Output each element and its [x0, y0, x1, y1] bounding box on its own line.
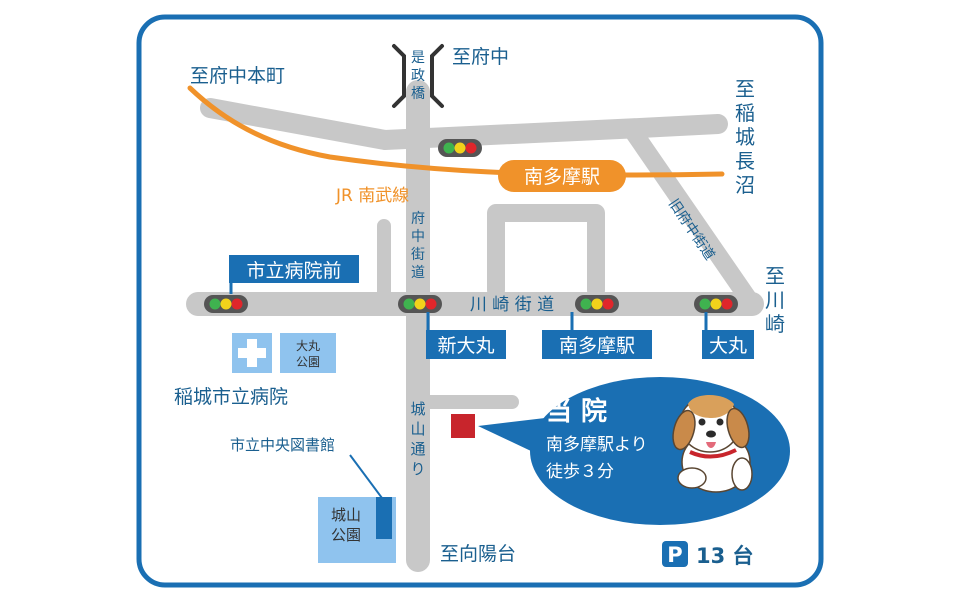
road-char: 山	[410, 420, 425, 438]
bridge-label: 是 政 橋	[411, 50, 425, 102]
omaru-koen-label: 大丸	[296, 339, 320, 353]
clinic-title: 当 院	[546, 396, 607, 427]
dest-mukaiyodai: 至向陽台	[440, 543, 516, 565]
traffic-light-icon	[398, 295, 442, 313]
koremasa-bridge	[392, 44, 444, 108]
parking-info: P 13 台	[662, 541, 754, 568]
parking-count: 13 台	[696, 544, 754, 568]
bridge-char: 橋	[411, 86, 425, 102]
signal-label-omaru: 大丸	[702, 312, 754, 359]
road-label-fuchu-kaido: 府 中 街 道	[411, 211, 425, 281]
dest-kawasaki: 至 川 崎	[765, 264, 785, 336]
road-kyu-fuchu-kaido	[623, 121, 761, 313]
signal-name: 市立病院前	[246, 260, 341, 282]
road-label-kawasaki-kaido: 川 崎 街 道	[470, 295, 554, 315]
road-char: 道	[411, 265, 425, 281]
road-char: り	[410, 460, 425, 478]
signal-label-shin-omaru: 新大丸	[426, 312, 506, 359]
dest-char: 沼	[735, 173, 755, 197]
cross-icon	[238, 339, 266, 367]
dest-char: 城	[735, 125, 755, 149]
hospital-label: 稲城市立病院	[174, 386, 288, 408]
clinic-marker	[451, 414, 475, 438]
library-building	[376, 497, 392, 539]
traffic-light-icon	[204, 295, 248, 313]
road-char: 城	[410, 400, 425, 418]
dest-fuchu: 至府中	[452, 46, 509, 68]
shiroyama-koen: 城山 公園	[318, 497, 396, 563]
signal-name: 新大丸	[437, 335, 494, 357]
bridge-char: 是	[411, 50, 425, 66]
road-fuchu-honmachi	[200, 98, 728, 150]
parking-icon: P	[667, 543, 682, 567]
hospital-block: 大丸 公園	[232, 333, 336, 373]
station-name: 南多摩駅	[524, 166, 600, 188]
dest-fuchu-honmachi: 至府中本町	[190, 65, 285, 87]
dest-char: 稲	[735, 101, 755, 125]
road-char: 府	[411, 211, 425, 227]
road-label-shiroyama-dori: 城 山 通 り	[410, 400, 425, 478]
clinic-line1: 南多摩駅より	[546, 435, 648, 455]
shiroyama-koen-label: 公園	[331, 526, 361, 544]
station-marker: 南多摩駅	[498, 160, 626, 192]
library-leader	[349, 454, 383, 499]
dog-illustration	[672, 395, 753, 493]
dest-char: 川	[765, 288, 785, 312]
traffic-light-icon	[438, 139, 482, 157]
shiroyama-koen-label: 城山	[331, 506, 361, 524]
railway-name: JR 南武線	[335, 186, 409, 206]
road-char: 通	[410, 440, 425, 458]
dest-char: 至	[735, 77, 755, 101]
dest-char: 長	[735, 149, 755, 173]
bridge-char: 政	[411, 68, 425, 84]
traffic-light-icon	[575, 295, 619, 313]
signal-name: 南多摩駅	[559, 335, 635, 357]
dest-char: 崎	[765, 312, 785, 336]
roads	[186, 80, 764, 572]
traffic-light-icon	[694, 295, 738, 313]
omaru-koen-label: 公園	[296, 355, 320, 369]
dest-char: 至	[765, 264, 785, 288]
clinic-line2: 徒歩３分	[546, 462, 614, 482]
road-char: 街	[411, 247, 425, 263]
signal-label-shiritsu-byoin-mae: 市立病院前	[229, 255, 359, 294]
library-label: 市立中央図書館	[230, 436, 335, 454]
signal-name: 大丸	[709, 335, 747, 357]
dest-inagi-naganuma: 至 稲 城 長 沼	[735, 77, 755, 197]
signal-label-minamitama-eki: 南多摩駅	[542, 312, 652, 359]
road-char: 中	[411, 229, 425, 245]
road-loop	[487, 204, 605, 299]
